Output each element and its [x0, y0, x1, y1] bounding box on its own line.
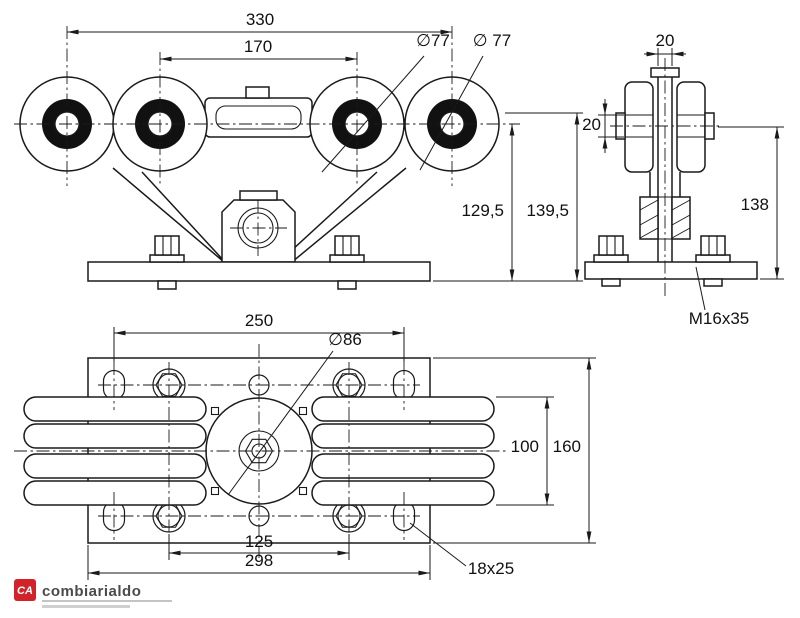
nut-hatching	[639, 199, 691, 239]
mount-bolt-left-front	[149, 235, 185, 290]
dia77-a-label: ∅77	[416, 31, 450, 50]
side-centerlines	[610, 58, 722, 298]
center-post	[649, 77, 681, 262]
dim-20left-label: 20	[582, 115, 601, 134]
dim-1295-label: 129,5	[461, 201, 504, 220]
leader-dia77-b	[419, 55, 484, 171]
wheel-capsules	[23, 396, 495, 506]
carriage-side-plates	[112, 167, 407, 263]
dia77-b-label: ∅ 77	[473, 31, 511, 50]
bolt-spec-label: M16x35	[689, 309, 749, 328]
dim-170-label: 170	[244, 37, 272, 56]
hub-corner-marks	[210, 406, 308, 496]
logo-tagline-bar	[42, 605, 130, 608]
dim-160-label: 160	[553, 437, 581, 456]
dim-20top-label: 20	[656, 31, 675, 50]
dim-330-label: 330	[246, 10, 274, 29]
front-extension-lines	[433, 112, 583, 282]
logo-mark-square	[14, 579, 36, 601]
side-view: 20 20 138 M16x35	[582, 31, 784, 328]
dim-100-label: 100	[511, 437, 539, 456]
side-wheel-right	[676, 81, 706, 173]
leader-dia86	[227, 350, 334, 496]
dim-250-label: 250	[245, 311, 273, 330]
plan-centerlines	[14, 344, 508, 558]
front-centerlines	[14, 26, 520, 256]
mount-bolt-left-side	[593, 235, 629, 287]
mount-bolt-right-side	[695, 235, 731, 287]
beam-plate	[204, 97, 313, 138]
leader-18x25	[409, 522, 467, 567]
beam-slot	[215, 105, 302, 130]
base-plate-front	[87, 261, 431, 282]
dim-138-label: 138	[741, 195, 769, 214]
dim-125-label: 125	[245, 532, 273, 551]
bracket-collar	[239, 190, 278, 201]
logo-mark-text: CA	[17, 585, 33, 597]
slot-size-label: 18x25	[468, 559, 514, 578]
dim-1395-label: 139,5	[526, 201, 569, 220]
plan-extension-lines	[87, 327, 596, 580]
dia86-label: ∅86	[328, 330, 362, 349]
leader-m16x35	[695, 266, 706, 311]
logo-brand-text: combiarialdo	[42, 583, 141, 600]
center-bracket	[221, 199, 296, 263]
beam-top-tab	[245, 86, 270, 99]
leader-dia77-a	[321, 55, 425, 173]
front-view: 330 170 ∅77 ∅ 77 129,5 139,5	[14, 10, 583, 290]
plan-view: 250 ∅86 100 160 125 298 18x25	[14, 311, 596, 580]
wheel-groove-lines	[625, 114, 705, 138]
side-extension-lines	[598, 48, 784, 280]
base-plate-side	[584, 261, 758, 280]
dim-298-label: 298	[245, 551, 273, 570]
side-wheel-left	[624, 81, 654, 173]
mount-bolt-right-front	[329, 235, 365, 290]
brand-logo: CA combiarialdo	[14, 579, 172, 608]
